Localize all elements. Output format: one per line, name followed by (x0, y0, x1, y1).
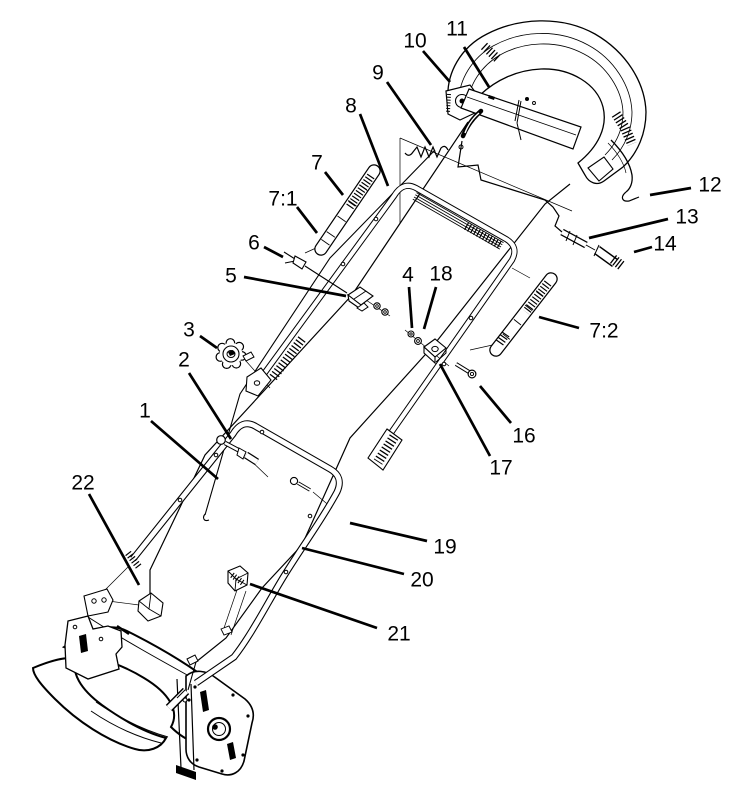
leader-line-10 (421, 50, 452, 83)
leader-line-7:1 (295, 206, 319, 234)
washers (407, 330, 422, 345)
brake-cable (149, 121, 469, 596)
callout-label-16: 16 (512, 425, 535, 448)
callout-label-5: 5 (225, 265, 237, 288)
callout-label-4: 4 (402, 264, 414, 287)
grip-panels (314, 164, 558, 357)
leader-line-7 (323, 171, 345, 196)
bail-grip-right (611, 111, 637, 147)
callout-label-7:1: 7:1 (268, 188, 297, 211)
leader-line-12 (649, 186, 692, 197)
left-handle-mount (64, 615, 123, 680)
callout-label-3: 3 (183, 319, 195, 342)
leader-line-4 (407, 286, 414, 329)
callout-label-7: 7 (311, 152, 323, 175)
leader-line-7:2 (538, 315, 580, 330)
leader-line-20 (301, 546, 405, 576)
bail-handle-assembly (445, 20, 647, 270)
callout-label-21: 21 (387, 623, 410, 646)
handle-end-tab (245, 367, 272, 397)
throttle-conduit (560, 228, 626, 270)
callout-label-17: 17 (489, 457, 512, 480)
bail-loop (447, 20, 647, 185)
secondary-cable (204, 149, 436, 516)
leader-line-22 (87, 493, 141, 586)
callout-label-6: 6 (248, 232, 260, 255)
cable-adjuster (137, 592, 164, 622)
handle-cover-upper (314, 164, 381, 256)
handle-knob (215, 338, 255, 370)
throttle-cable (457, 140, 563, 233)
callout-label-12: 12 (698, 174, 721, 197)
leader-line-5 (243, 275, 347, 298)
leader-line-13 (588, 217, 669, 240)
cable-hook-end (607, 139, 640, 202)
callout-label-7:2: 7:2 (589, 320, 618, 343)
bolt-crossbar (289, 476, 311, 492)
spring (404, 145, 449, 159)
mower-deck (31, 615, 255, 780)
callout-label-11: 11 (446, 18, 468, 41)
leader-line-18 (422, 286, 438, 330)
gear-icon (206, 716, 232, 742)
leader-line-2 (187, 372, 233, 440)
callout-label-9: 9 (372, 62, 384, 85)
carriage-bolt (216, 435, 260, 466)
cable-bracket (83, 588, 114, 617)
reference-lines (99, 137, 573, 636)
trunnion-nut (423, 338, 447, 365)
callout-label-20: 20 (410, 569, 433, 592)
callout-label-2: 2 (178, 349, 190, 372)
control-cable (195, 183, 571, 663)
cable-clip (220, 565, 249, 636)
handle-panel (460, 88, 582, 150)
leader-line-16 (478, 385, 513, 424)
handle-grip-hatch (268, 336, 306, 382)
callout-label-18: 18 (429, 263, 452, 286)
callout-label-8: 8 (345, 95, 357, 118)
lower-handle-tube (125, 420, 343, 686)
hardware (83, 145, 477, 636)
leader-line-21 (249, 582, 378, 630)
cable-clamp (347, 286, 389, 316)
leader-line-11 (462, 46, 491, 88)
callout-label-13: 13 (675, 206, 698, 229)
plate-bolts (187, 685, 250, 773)
leader-line-6 (263, 245, 284, 259)
upper-handle-tube (245, 182, 518, 471)
leader-line-8 (358, 113, 390, 187)
bolt-16 (454, 362, 477, 379)
leader-line-3 (199, 334, 218, 350)
callout-label-19: 19 (433, 536, 456, 559)
secondary-cable-end (203, 513, 210, 522)
leader-line-9 (385, 81, 433, 146)
cable-end-fitting (283, 251, 348, 294)
leader-line-19 (349, 521, 428, 543)
leader-line-14 (633, 245, 653, 254)
cables (149, 121, 571, 663)
handle-cover-lower (489, 272, 558, 357)
callout-label-14: 14 (653, 233, 677, 256)
callout-label-10: 10 (403, 30, 426, 53)
leader-line-1 (150, 419, 219, 481)
callout-label-22: 22 (71, 472, 94, 495)
leader-line-17 (438, 363, 492, 457)
tube-holes (177, 216, 474, 575)
callout-label-1: 1 (139, 400, 151, 423)
